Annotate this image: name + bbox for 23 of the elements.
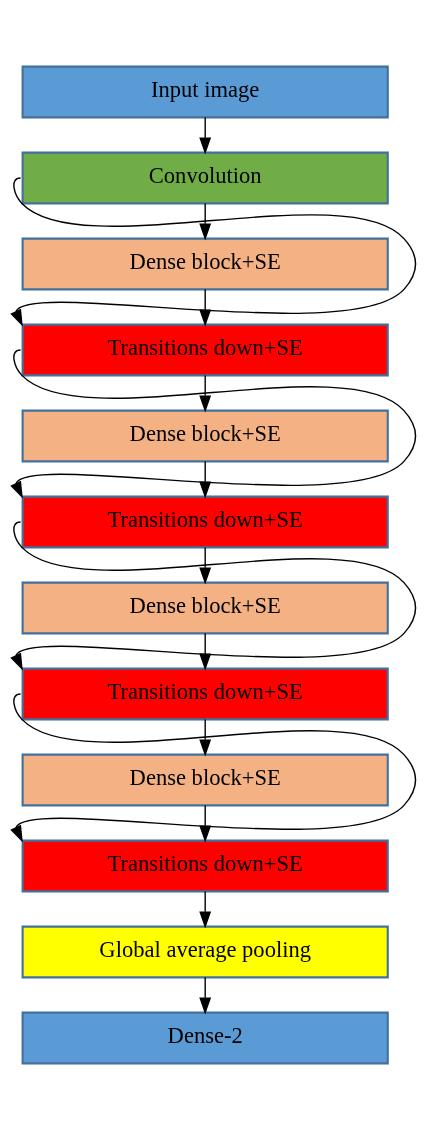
arrow [199, 890, 212, 928]
node-box: Global average pooling [21, 925, 389, 978]
node-box: Transitions down+SE [21, 839, 389, 892]
arrow [199, 632, 212, 670]
node-box: Dense block+SE [21, 581, 389, 634]
arrow [199, 116, 212, 154]
arrow [199, 288, 212, 326]
node-box: Transitions down+SE [21, 495, 389, 548]
node-box: Dense block+SE [21, 409, 389, 462]
arrow [199, 546, 212, 584]
node-box: Input image [21, 65, 389, 118]
arrow [199, 804, 212, 842]
arrow [199, 976, 212, 1014]
arrow [199, 374, 212, 412]
node-box: Transitions down+SE [21, 667, 389, 720]
node-box: Dense-2 [21, 1011, 389, 1064]
node-box: Dense block+SE [21, 237, 389, 290]
node-box: Dense block+SE [21, 753, 389, 806]
arrow [199, 202, 212, 240]
node-box: Transitions down+SE [21, 323, 389, 376]
arrow [199, 460, 212, 498]
arrow [199, 718, 212, 756]
node-box: Convolution [21, 151, 389, 204]
